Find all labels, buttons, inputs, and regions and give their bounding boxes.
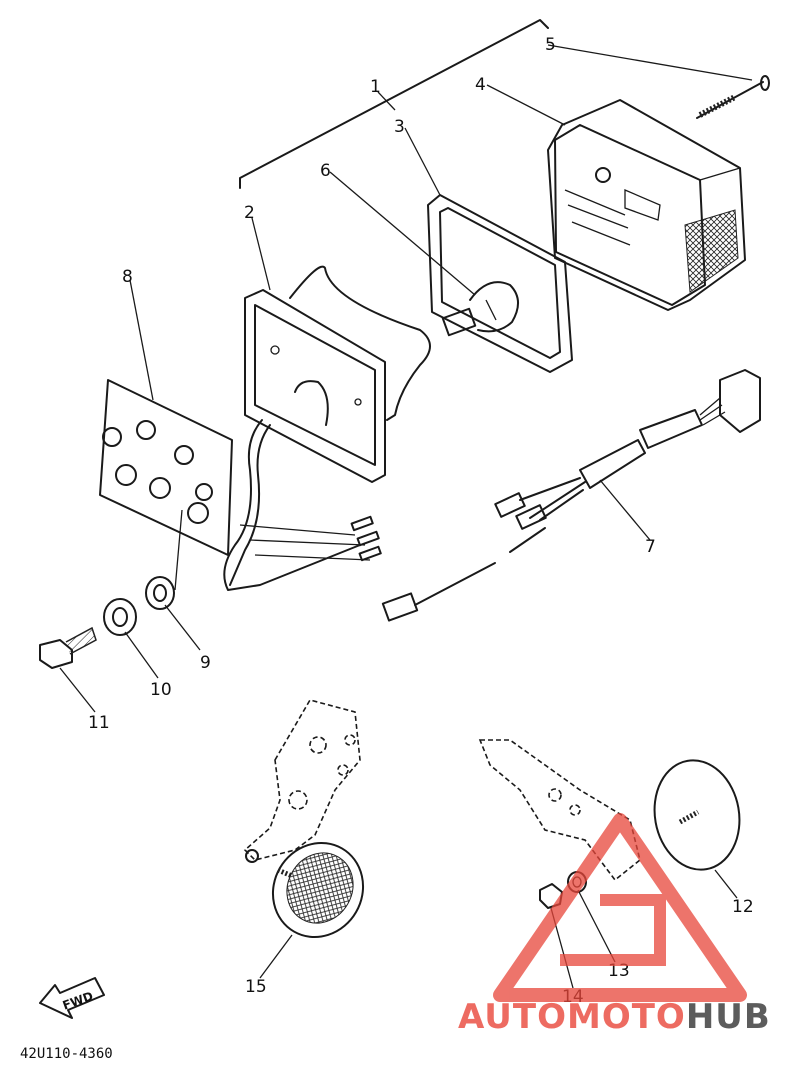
leader-lines <box>59 44 753 989</box>
fwd-arrow-icon: FWD <box>39 977 105 1019</box>
label-15: 15 <box>245 977 267 997</box>
watermark-logo <box>493 813 747 1002</box>
label-1: 1 <box>370 77 381 97</box>
watermark-part-moto: MOTO <box>567 997 686 1037</box>
watermark-text: AUTOMOTOHUB <box>458 997 771 1037</box>
part-reflector-12 <box>653 759 741 871</box>
part-bracket-left <box>243 699 361 863</box>
drawing-code: 42U110-4360 <box>20 1046 113 1062</box>
watermark-part-hub: HUB <box>686 997 771 1037</box>
label-11: 11 <box>88 713 110 733</box>
part-washer-9 <box>145 576 175 610</box>
fwd-label: FWD <box>61 989 95 1013</box>
label-12: 12 <box>732 897 754 917</box>
part-housing <box>244 265 431 483</box>
part-reflector-15 <box>271 841 365 939</box>
label-10: 10 <box>150 680 172 700</box>
part-plate <box>99 379 233 556</box>
assembly-bracket <box>239 19 549 189</box>
label-5: 5 <box>545 35 556 55</box>
label-6: 6 <box>320 161 331 181</box>
label-8: 8 <box>122 267 133 287</box>
part-bulb <box>441 281 519 337</box>
label-2: 2 <box>244 203 255 223</box>
part-bolt-11 <box>39 626 97 669</box>
wiring <box>223 419 382 591</box>
part-screw <box>696 75 770 119</box>
label-9: 9 <box>200 653 211 673</box>
part-washer-10 <box>103 598 137 636</box>
label-3: 3 <box>394 117 405 137</box>
part-harness <box>381 369 761 622</box>
part-lens <box>547 99 746 311</box>
part-bracket-right <box>478 739 641 882</box>
label-4: 4 <box>475 75 486 95</box>
label-7: 7 <box>645 537 656 557</box>
watermark-part-auto: AUTO <box>458 997 567 1037</box>
part-gasket <box>427 194 573 373</box>
